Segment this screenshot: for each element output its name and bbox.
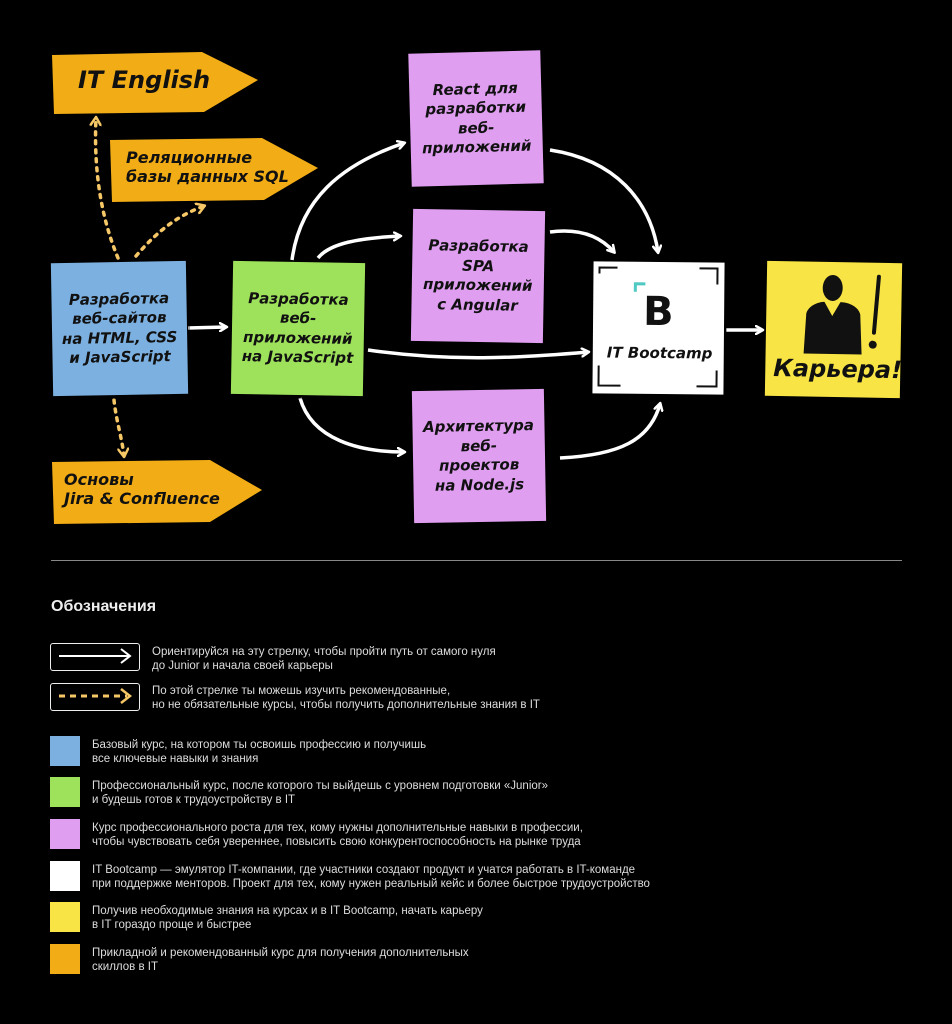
legend-text-yellow: Получив необходимые знания на курсах и в… — [92, 905, 483, 931]
legend-swatch-green — [50, 777, 80, 807]
note-web-apps-js-label: Разработка веб- приложений на JavaScript — [241, 288, 354, 367]
arrow-dashed-to-jira — [112, 398, 124, 456]
note-node-label: Архитектура веб- проектов на Node.js — [422, 416, 535, 495]
legend-title: Обозначения — [51, 598, 157, 615]
legend-solid-arrow — [50, 643, 140, 671]
note-career-label: Карьера! — [773, 353, 903, 385]
legend-text-orange: Прикладной и рекомендованный курс для по… — [92, 947, 469, 973]
legend-swatch-blue — [50, 736, 80, 766]
legend-dashed-arrow-text: По этой стрелке ты можешь изучить рекоме… — [152, 685, 540, 711]
note-node: Архитектура веб- проектов на Node.js — [411, 388, 547, 524]
note-career: Карьера! — [764, 260, 903, 399]
tag-shape — [110, 138, 318, 202]
bootcamp-logo-icon: B — [642, 288, 674, 336]
legend-text-blue: Базовый курс, на котором ты освоишь проф… — [92, 739, 427, 765]
arrow-green-to-angular — [316, 236, 400, 260]
legend-swatch-pink — [50, 819, 80, 849]
tag-shape — [52, 52, 258, 114]
legend-swatch-orange — [50, 944, 80, 974]
businessman-icon — [803, 274, 881, 355]
tag-jira: Основы Jira & Confluence — [52, 460, 264, 524]
bootcamp-logo-accent — [633, 282, 646, 292]
arrow-green-to-react — [290, 143, 404, 261]
tag-shape — [52, 460, 262, 524]
note-angular: Разработка SPA приложений с Angular — [410, 208, 546, 344]
legend-swatch-yellow — [50, 902, 80, 932]
tag-it-english-label: IT English — [78, 66, 211, 94]
arrow-angular-to-bootcamp — [549, 229, 614, 252]
arrow-react-to-bootcamp — [549, 148, 658, 252]
dashed-arrow-icon — [59, 688, 133, 704]
bootcamp-frame — [597, 266, 719, 388]
tag-it-english: IT English — [52, 52, 262, 114]
tag-sql: Реляционные базы данных SQL — [110, 138, 322, 202]
tag-jira-label: Основы Jira & Confluence — [64, 470, 220, 509]
legend-text-white: IT Bootcamp — эмулятор IT-компании, где … — [92, 864, 650, 890]
tag-sql-label: Реляционные базы данных SQL — [126, 148, 289, 187]
arrow-dashed-to-sql — [134, 206, 204, 258]
note-html-css-js: Разработка веб-сайтов на HTML, CSS и Jav… — [50, 260, 189, 397]
note-angular-label: Разработка SPA приложений с Angular — [422, 236, 533, 315]
arrow-dashed-to-english — [96, 118, 120, 260]
legend-text-green: Профессиональный курс, после которого ты… — [92, 780, 549, 806]
legend-swatch-white — [50, 861, 80, 891]
note-web-apps-js: Разработка веб- приложений на JavaScript — [230, 260, 366, 397]
note-bootcamp: B IT Bootcamp — [592, 261, 725, 395]
arrow-blue-to-green — [187, 327, 226, 328]
solid-arrow-icon — [59, 648, 132, 664]
note-bootcamp-label: IT Bootcamp — [606, 343, 713, 363]
note-html-css-js-label: Разработка веб-сайтов на HTML, CSS и Jav… — [61, 288, 178, 367]
legend-text-pink: Курс профессионального роста для тех, ко… — [92, 822, 583, 848]
arrow-green-to-node — [298, 397, 404, 452]
arrow-node-to-bootcamp — [559, 404, 660, 460]
arrow-green-to-bootcamp — [367, 350, 588, 360]
note-react: React для разработки веб- приложений — [408, 50, 544, 187]
legend-dashed-arrow — [50, 683, 140, 711]
note-react-label: React для разработки веб- приложений — [421, 78, 532, 158]
separator — [51, 560, 902, 561]
legend-solid-arrow-text: Ориентируйся на эту стрелку, чтобы пройт… — [152, 646, 496, 672]
